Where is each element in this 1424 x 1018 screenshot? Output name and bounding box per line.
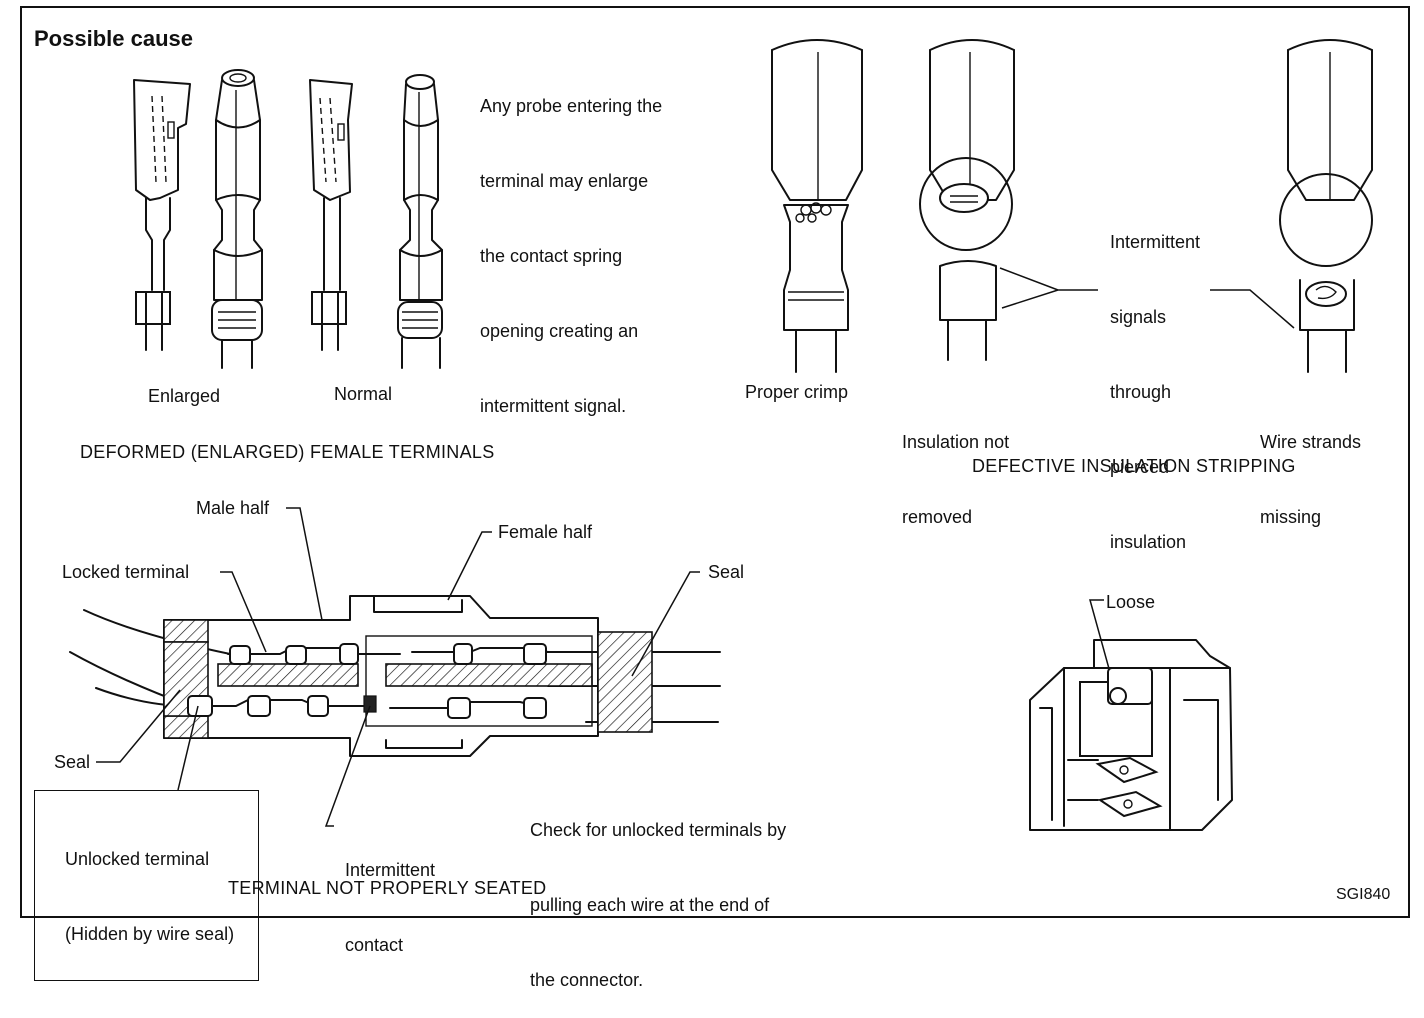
page-title: Possible cause: [34, 26, 193, 51]
proper-crimp-drawing: [771, 39, 863, 373]
connector-caption: TERMINAL NOT PROPERLY SEATED: [228, 878, 547, 898]
seal-left-label: Seal: [54, 752, 91, 772]
figure-frame: [20, 6, 1410, 918]
wire-strands-missing-drawing: [1279, 39, 1373, 373]
label-line: contact: [345, 935, 404, 955]
note-line: Intermittent: [1110, 232, 1201, 252]
female-terminals-caption: DEFORMED (ENLARGED) FEMALE TERMINALS: [80, 442, 495, 462]
label-line: Unlocked terminal: [65, 849, 210, 869]
label-line: (Hidden by wire seal): [65, 924, 235, 944]
insulation-stripping-caption: DEFECTIVE INSULATION STRIPPING: [972, 456, 1296, 476]
enlarged-label: Enlarged: [148, 386, 221, 406]
pierced-insulation-leader: [999, 267, 1295, 329]
pierced-insulation-note: Intermittent signals through pierced ins…: [1110, 180, 1200, 580]
locked-terminal-label: Locked terminal: [62, 562, 190, 582]
male-half-label: Male half: [196, 498, 270, 518]
male-half-housing: [163, 595, 653, 757]
seal-right-label: Seal: [708, 562, 745, 582]
note-line: Check for unlocked terminals by: [530, 820, 787, 840]
proper-crimp-label: Proper crimp: [745, 382, 849, 402]
note-line: pierced: [1110, 457, 1170, 477]
note-line: through: [1110, 382, 1172, 402]
normal-terminal-front-view: [397, 74, 443, 369]
note-line: the contact spring: [480, 246, 623, 266]
normal-terminal-side-view: [309, 79, 353, 351]
female-half-label: Female half: [498, 522, 593, 542]
connector-leaders: [96, 507, 1117, 827]
figure-id: SGI840: [1336, 886, 1391, 903]
wire-strands-missing-label: Wire strands missing: [1260, 380, 1361, 555]
enlarged-terminal-front-view: [211, 69, 263, 369]
unlocked-terminal-label: Unlocked terminal (Hidden by wire seal): [34, 790, 260, 981]
label-line: Wire strands: [1260, 432, 1362, 452]
note-line: terminal may enlarge: [480, 171, 649, 191]
normal-label: Normal: [334, 384, 393, 404]
connector-terminals: [187, 643, 549, 719]
diagram-illustrations: [69, 39, 1373, 831]
note-line: insulation: [1110, 532, 1187, 552]
probe-warning-note: Any probe entering the terminal may enla…: [480, 44, 662, 444]
label-line: Insulation not: [902, 432, 1010, 452]
note-line: opening creating an: [480, 321, 639, 341]
label-line: Intermittent: [345, 860, 436, 880]
relay-connector-block: [1029, 639, 1233, 831]
note-line: Any probe entering the: [480, 96, 663, 116]
insulation-not-removed-label: Insulation not removed: [902, 380, 1009, 555]
unlocked-terminals-check-note: Check for unlocked terminals by pulling …: [530, 768, 786, 1018]
label-line: removed: [902, 507, 973, 527]
note-line: intermittent signal.: [480, 396, 627, 416]
enlarged-terminal-side-view: [133, 79, 191, 351]
note-line: pulling each wire at the end of: [530, 895, 770, 915]
note-line: the connector.: [530, 970, 644, 990]
note-line: signals: [1110, 307, 1167, 327]
label-line: missing: [1260, 507, 1322, 527]
insulation-not-removed-drawing: [919, 39, 1015, 361]
loose-label: Loose: [1106, 592, 1156, 612]
